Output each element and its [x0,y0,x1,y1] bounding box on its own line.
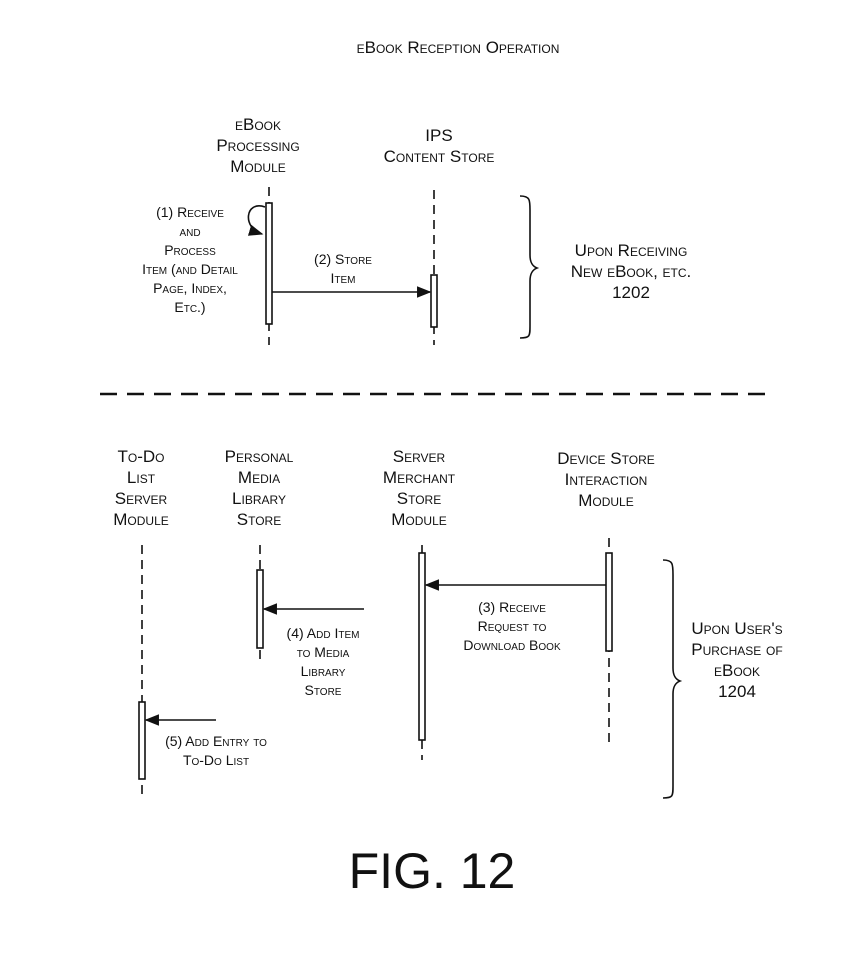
activation-todo-list [138,701,146,780]
lifeline-label-ebook-processing: eBook Processing Module [216,114,299,177]
lifeline-label-ips-content-store: IPS Content Store [384,125,495,167]
label-line: Module [391,510,447,529]
message-label-add-entry: (5) Add Entry to To-Do List [165,732,267,770]
self-message-arrow [247,205,266,236]
label-line: To-Do List [182,752,250,768]
label-line: Purchase of [691,640,783,659]
label-line: Module [578,491,634,510]
label-line: IPS [425,126,453,145]
label-line: To-Do [117,447,165,466]
label-line: Etc.) [174,299,206,315]
brace-1202 [519,195,540,339]
label-line: Store [304,682,342,698]
activation-device-store [605,552,613,652]
diagram-title: eBook Reception Operation [356,38,560,57]
brace-label-1204: Upon User's Purchase of eBook 1204 [691,618,782,702]
label-line: Process [164,242,216,258]
label-line: New eBook, etc. [570,262,692,281]
label-line: and [179,223,201,239]
message-label-receive-request: (3) Receive Request to Download Book [463,598,560,655]
brace-1204 [662,559,683,799]
label-line: Item (and Detail [142,261,238,277]
label-line: (2) Store [314,251,372,267]
label-line: Request to [477,618,547,634]
label-line: (3) Receive [478,599,546,615]
label-line: (4) Add Item [286,625,360,641]
message-label-store-item: (2) Store Item [314,250,372,288]
label-line: Interaction [564,470,648,489]
label-line: Personal [224,447,294,466]
message-label-add-item: (4) Add Item to Media Library Store [287,624,360,700]
label-line: (5) Add Entry to [165,733,267,749]
figure-label: FIG. 12 [348,843,516,899]
label-line: (1) Receive [156,204,224,220]
label-line: Processing [216,136,300,155]
lifeline-label-server-merchant: Server Merchant Store Module [383,446,455,530]
brace-label-1202: Upon Receiving New eBook, etc. 1202 [571,240,692,303]
label-line: List [126,468,156,487]
label-line: Media [237,468,281,487]
label-line: Page, Index, [153,280,227,296]
activation-server-merchant [418,552,426,741]
label-line: 1204 [718,682,756,701]
label-line: to Media [296,644,350,660]
label-line: eBook [234,115,282,134]
label-line: Library [300,663,346,679]
label-line: Upon Receiving [574,241,688,260]
label-line: Device Store [557,449,655,468]
label-line: Download Book [463,637,561,653]
activation-personal-media-library [256,569,264,649]
label-line: 1202 [612,283,650,302]
lifeline-label-todo-list: To-Do List Server Module [113,446,169,530]
label-line: Merchant [382,468,456,487]
activation-ips-content-store [430,274,438,328]
label-line: Content Store [383,147,495,166]
lifeline-label-device-store: Device Store Interaction Module [557,448,654,511]
label-line: Store [396,489,442,508]
label-line: Module [230,157,286,176]
activation-ebook-processing [265,202,273,325]
label-line: Store [236,510,282,529]
lifeline-label-personal-media-library: Personal Media Library Store [225,446,294,530]
label-line: eBook [713,661,760,680]
label-line: Item [330,270,356,286]
message-label-receive-process: (1) Receive and Process Item (and Detail… [142,203,238,317]
label-line: Module [113,510,169,529]
label-line: Upon User's [691,619,783,638]
label-line: Library [232,489,286,508]
label-line: Server [114,489,168,508]
label-line: Server [392,447,446,466]
